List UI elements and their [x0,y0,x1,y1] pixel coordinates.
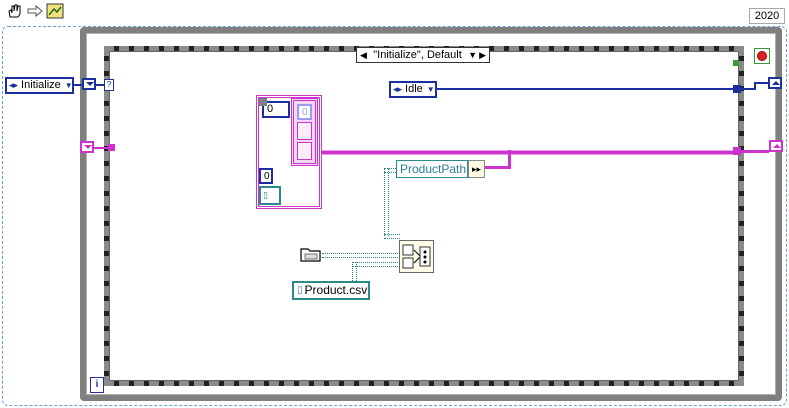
idle-wire-right [741,88,755,90]
hand-icon[interactable] [6,3,24,19]
idle-tunnel [733,85,741,93]
initialize-enum-constant[interactable]: ◂▸ Initialize ▼ [5,77,74,94]
cluster-wire-main [511,150,735,155]
build-path-function[interactable] [399,240,434,273]
case-dropdown-icon[interactable]: ▼ [468,50,478,60]
build-path-icon [402,244,431,269]
arrow-right-icon[interactable] [26,3,44,19]
product-path-element[interactable]: ProductPath [396,160,468,178]
path-wire-up-2 [388,168,391,236]
array-element-2 [297,142,312,160]
cluster-numeric-top-box [259,98,267,106]
enum-dropdown-icon[interactable]: ▼ [426,85,435,94]
idle-enum-constant[interactable]: ◂▸ Idle ▼ [389,81,437,98]
idle-enum-wire [437,88,735,90]
case-selector-terminal[interactable]: ? [104,79,114,91]
shift-register-left-cluster[interactable] [80,141,94,153]
bundle-by-name-icon[interactable]: ▸▸ [468,160,485,178]
cluster-wire-right [741,150,769,153]
cluster-numeric-top[interactable]: 0 [262,101,290,118]
case-structure-diagram [109,51,739,381]
shift-register-left-enum[interactable] [82,78,96,90]
enum-wire-into-case [96,84,106,86]
while-loop-inner-border [86,33,776,395]
labview-icon[interactable] [46,3,64,19]
enum-increment-icon: ◂▸ [393,84,403,94]
folder-icon[interactable] [300,245,322,263]
idle-wire-right-riser [754,82,756,90]
path-constant-icon: ▯ [297,285,303,296]
enum-wire-left [74,84,82,86]
cluster-wire-out [322,150,512,155]
path-wire-up-1 [384,168,387,236]
cluster-wire-riser [508,150,511,169]
enum-increment-icon: ◂▸ [9,80,19,90]
file-name-text: Product.csv [304,283,368,297]
cluster-path-control[interactable]: ▯ [259,186,281,205]
version-label: 2020 [749,8,785,24]
cluster-tunnel-right [733,147,741,155]
initialize-enum-text: Initialize [21,79,61,91]
shift-register-right-enum[interactable] [768,77,782,89]
case-selector-text: "Initialize", Default [373,49,462,61]
block-diagram-boundary [2,26,787,406]
idle-wire-right-top [754,82,768,84]
iteration-terminal[interactable]: i [90,377,104,393]
array-index[interactable]: 0 [297,104,312,120]
case-next-icon[interactable]: ▶ [479,49,486,60]
path-wire-top [384,168,396,173]
cluster-wire-left [94,147,110,149]
case-prev-icon[interactable]: ◀ [360,49,367,60]
array-element-1 [297,122,312,140]
file-wire-up [352,262,357,281]
path-wire-bottom [384,234,400,239]
case-selector-label[interactable]: ◀ "Initialize", Default ▼ ▶ [356,47,490,63]
shift-register-right-cluster[interactable] [769,140,783,152]
idle-enum-text: Idle [405,83,423,95]
folder-wire [322,253,400,258]
file-wire-top [352,262,400,267]
cluster-wire-to-bundle [485,166,509,169]
enum-dropdown-icon[interactable]: ▼ [64,81,73,90]
stop-button-terminal[interactable] [754,48,770,64]
cluster-tunnel-left [108,144,115,151]
cluster-numeric-bottom[interactable]: 0 [259,168,273,184]
stop-terminal-green-dot [733,60,739,66]
file-name-constant[interactable]: ▯ Product.csv [292,281,370,300]
